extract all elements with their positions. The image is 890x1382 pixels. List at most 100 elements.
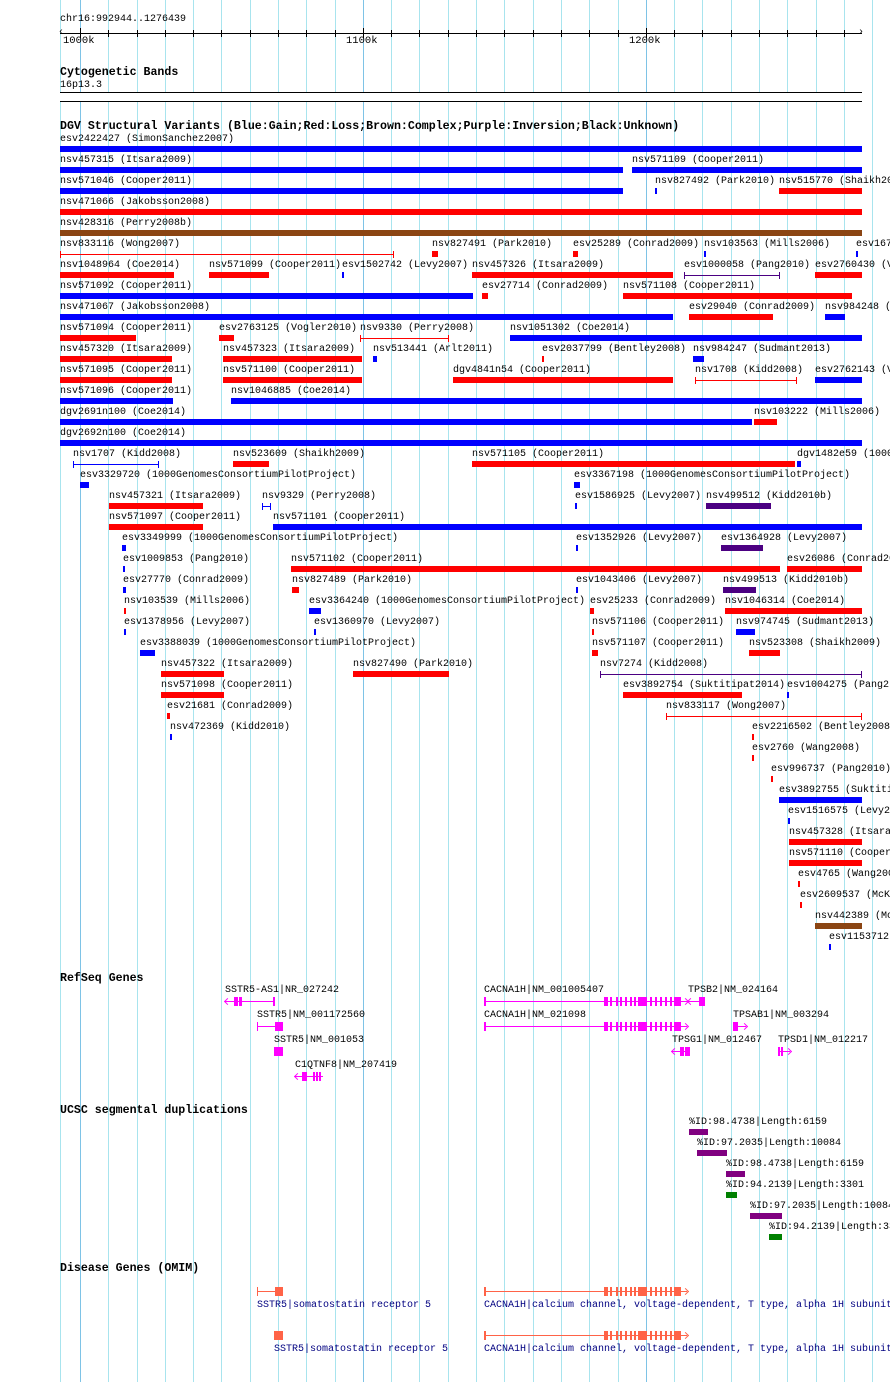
variant-bar — [123, 566, 125, 572]
variant-label: nsv571046 (Cooper2011) — [60, 176, 193, 187]
ruler-tick — [419, 30, 420, 37]
variant-bar — [309, 608, 321, 614]
gene-label: CACNA1H|NM_021098 — [484, 1010, 587, 1021]
ruler-tick — [108, 30, 109, 37]
variant-bar — [60, 335, 136, 341]
gene-label: TPSB2|NM_024164 — [688, 985, 779, 996]
variant-bar — [109, 524, 203, 530]
ruler-tick — [702, 30, 703, 37]
gene-label: SSTR5|NM_001053 — [274, 1035, 365, 1046]
gene-exon — [638, 1331, 647, 1340]
grid-line — [108, 0, 109, 1382]
variant-label: esv1352926 (Levy2007) — [576, 533, 703, 544]
strand-left-arrow-icon — [670, 1047, 679, 1056]
variant-bar — [623, 293, 852, 299]
variant-label: nsv428316 (Perry2008b) — [60, 218, 193, 229]
variant-label: nsv1048964 (Coe2014) — [60, 260, 181, 271]
gene-exon — [604, 1331, 608, 1340]
segdup-bar — [750, 1213, 782, 1219]
variant-bar — [754, 419, 777, 425]
gene-exon — [625, 1287, 627, 1296]
variant-span-line — [360, 338, 449, 339]
variant-bar — [771, 776, 773, 782]
ruler-tick — [448, 30, 449, 37]
variant-label: esv29040 (Conrad2009) — [689, 302, 816, 313]
gene-exon — [634, 997, 636, 1006]
ruler-tick — [561, 30, 562, 37]
gene-exon — [660, 1331, 662, 1340]
variant-label: nsv1708 (Kidd2008) — [695, 365, 804, 376]
segdup-label: %ID:94.2139|Length:3301 — [769, 1222, 890, 1233]
variant-bar — [789, 860, 862, 866]
location-label: chr16:992944..1276439 — [60, 14, 187, 25]
variant-label: nsv984248 ( — [825, 302, 890, 313]
variant-label: nsv499512 (Kidd2010b) — [706, 491, 833, 502]
ruler-tick — [674, 30, 675, 37]
grid-line — [759, 0, 760, 1382]
gene-exon — [660, 997, 662, 1006]
cytoband-track-title: Cytogenetic Bands — [60, 66, 179, 79]
variant-bar — [472, 272, 673, 278]
grid-line — [646, 0, 647, 1382]
gene-exon — [650, 1287, 652, 1296]
variant-label: nsv457320 (Itsara2009) — [60, 344, 193, 355]
variant-bar — [472, 461, 795, 467]
variant-span-line — [262, 506, 271, 507]
variant-label: esv21681 (Conrad2009) — [167, 701, 294, 712]
variant-bar — [797, 461, 801, 467]
grid-line — [674, 0, 675, 1382]
variant-label: nsv571094 (Cooper2011) — [60, 323, 193, 334]
grid-line — [278, 0, 279, 1382]
variant-bar — [704, 251, 706, 257]
segdup-label: %ID:94.2139|Length:3301 — [726, 1180, 865, 1191]
ruler-tick — [278, 30, 279, 37]
variant-bar — [60, 419, 752, 425]
ruler-tick — [759, 30, 760, 37]
ruler-tick — [391, 30, 392, 37]
variant-end-tick — [600, 671, 601, 678]
variant-bar — [574, 482, 580, 488]
variant-bar — [706, 503, 771, 509]
gene-exon — [674, 1022, 681, 1031]
variant-end-tick — [779, 272, 780, 279]
gene-exon — [634, 1331, 636, 1340]
variant-span-line — [60, 254, 394, 255]
variant-label: esv2609537 (McK — [800, 890, 890, 901]
variant-bar — [170, 734, 172, 740]
variant-bar — [575, 503, 577, 509]
cytoband-16p13.3[interactable] — [60, 92, 862, 102]
variant-bar — [721, 545, 763, 551]
variant-label: nsv571096 (Cooper2011) — [60, 386, 193, 397]
gene-label: CACNA1H|calcium channel, voltage-depende… — [484, 1344, 890, 1355]
variant-label: nsv515770 (Shaikh20 — [779, 176, 890, 187]
gene-exon — [616, 1022, 618, 1031]
variant-label: esv2760 (Wang2008) — [752, 743, 861, 754]
gene-exon — [604, 1287, 608, 1296]
variant-bar — [161, 671, 224, 677]
grid-line — [335, 0, 336, 1382]
variant-label: nsv499513 (Kidd2010b) — [723, 575, 850, 586]
ruler-tick — [589, 30, 590, 37]
variant-bar — [60, 272, 174, 278]
gene-exon — [620, 997, 622, 1006]
gene-exon — [630, 1022, 632, 1031]
variant-label: nsv833117 (Wong2007) — [666, 701, 787, 712]
gene-intron-line — [688, 1001, 705, 1002]
strand-right-arrow-icon — [681, 1331, 690, 1340]
variant-label: esv1516575 (Levy2 — [788, 806, 890, 817]
gene-exon — [630, 997, 632, 1006]
variant-bar — [815, 377, 862, 383]
variant-label: esv1586925 (Levy2007) — [575, 491, 702, 502]
variant-label: esv25233 (Conrad2009) — [590, 596, 717, 607]
variant-bar — [590, 608, 594, 614]
gene-exon — [604, 997, 608, 1006]
variant-end-tick — [861, 713, 862, 720]
gene-exon — [625, 1022, 627, 1031]
gene-exon — [620, 1022, 622, 1031]
grid-line — [844, 0, 845, 1382]
variant-label: dgv4841n54 (Cooper2011) — [453, 365, 592, 376]
variant-label: dgv1482e59 (1000 — [797, 449, 890, 460]
ruler-tick — [844, 30, 845, 37]
variant-bar — [798, 881, 800, 887]
variant-bar — [800, 902, 802, 908]
